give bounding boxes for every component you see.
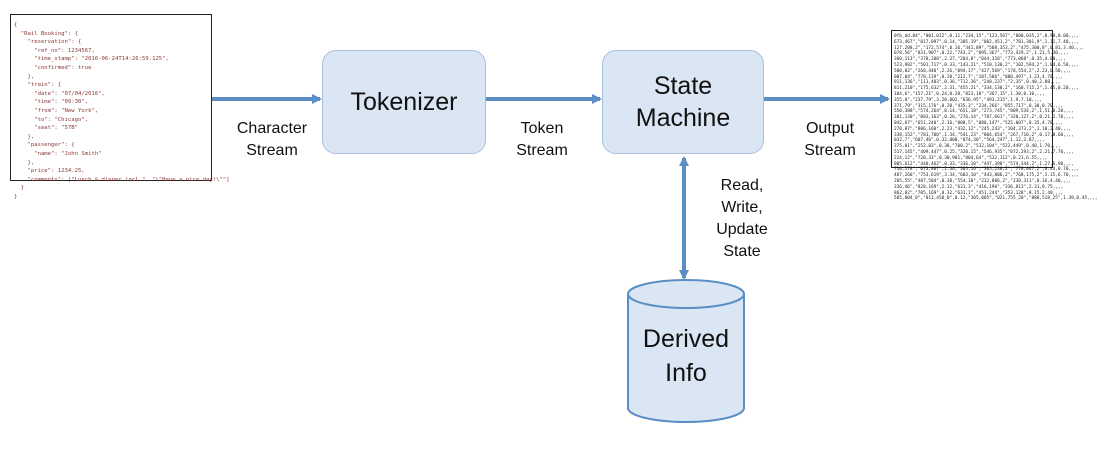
output-line: 005,612","440,462",0.33,"336,10","447,39… <box>894 161 1074 167</box>
output-stream-label-line1: Output <box>805 120 855 137</box>
read-write-update-line4: State <box>723 243 761 260</box>
json-line: "ref_no": 1234567, <box>14 47 95 54</box>
json-line: "passenger": { <box>14 142 75 149</box>
read-write-update-line1: Read, <box>720 177 764 194</box>
json-line: }, <box>14 159 35 166</box>
json-line: "from": "New York", <box>14 107 99 114</box>
state-machine-label-line1: State <box>653 72 713 100</box>
output-line: 270,07","806,160",2.23,"432,12","245,243… <box>894 126 1072 132</box>
json-line: }, <box>14 133 35 140</box>
output-line: 811,210","175,632",2.31,"455,21","334,13… <box>894 86 1080 92</box>
json-line: "to": "Chicago", <box>14 116 89 123</box>
derived-info-label-line2: Info <box>665 359 707 387</box>
json-line: } <box>14 193 18 200</box>
state-machine-node: State Machine <box>602 50 764 154</box>
json-line: }, <box>14 73 35 80</box>
tokenizer-label: Tokenizer <box>350 88 458 116</box>
json-line: "time": "09:30", <box>14 99 89 106</box>
json-line: "name": "John Smith" <box>14 150 102 157</box>
output-line: 487,260","753,619",3.34,"603,10","443,80… <box>894 173 1080 179</box>
output-line: 523,982","501,717",0.33,"143,21","510,13… <box>894 62 1080 68</box>
output-line: 360,113","378,200",2.37,"204,8","044,318… <box>894 57 1066 63</box>
output-line: 338,152","781,700",1.34,"541,23","804,65… <box>894 132 1074 138</box>
json-line: "reservation": { <box>14 39 82 46</box>
output-line: 336,46","828,169",2.12,"631,3","416,190"… <box>894 184 1064 190</box>
json-line: } <box>14 185 25 192</box>
output-line: 550,388","574,264",0.14,"651,18","273,74… <box>894 109 1074 115</box>
output-line: 104,6","157,21",0.24,0.28,"823,10","367,… <box>894 91 1045 97</box>
token-stream-label-line2: Stream <box>516 142 568 159</box>
output-stream-label-line2: Stream <box>804 142 856 159</box>
json-line: "time_stamp": "2016-06-24T14:26:59.125", <box>14 56 169 63</box>
output-line: 205,55","487,504",0.30,"554,10","212,806… <box>894 178 1072 184</box>
output-line: 355,8","237,79",3.20,002,"636,95","493,2… <box>894 97 1043 103</box>
derived-info-database <box>627 279 745 423</box>
character-stream-label-line2: Stream <box>246 142 298 159</box>
output-line: 673,467","017,097",0.14,"305,19","002,45… <box>894 39 1080 45</box>
output-line: 710,578","073,807",2.36,"305,16","305,23… <box>894 167 1080 173</box>
json-line: "Rail Booking": { <box>14 30 78 37</box>
output-line: 505,804_0","011,458_0",0.12,"305,005","0… <box>894 196 1098 202</box>
read-write-update-line3: Update <box>716 221 768 238</box>
json-line: { <box>14 22 18 28</box>
output-line: 375,01","252,03",0.38,"700,2","532,104",… <box>894 144 1061 150</box>
json-line: "confirmed": true <box>14 64 92 71</box>
token-stream-label-line1: Token <box>520 120 564 137</box>
json-line: "seat": "57B" <box>14 125 78 132</box>
token-stream-label: Token Stream <box>502 118 582 162</box>
output-line: 032,7","607,46",0.32,800,"074,30","564,2… <box>894 138 1045 144</box>
output-line: 042,67","651,240",2.16,"008,5","080,147"… <box>894 120 1064 126</box>
output-line: 371,79","315,176",0.20,"435,3","234,266"… <box>894 103 1064 109</box>
diagram-connectors <box>212 94 890 423</box>
output-line: 500,82","268,440",2.26,"094,17","427,569… <box>894 68 1072 74</box>
character-stream-label-line1: Character <box>236 120 308 137</box>
derived-info-label-line1: Derived <box>642 325 730 353</box>
json-line: "train": { <box>14 82 62 89</box>
json-line: "price": 1234.25, <box>14 168 85 175</box>
output-stream-label: Output Stream <box>790 118 870 162</box>
tokenizer-node: Tokenizer <box>322 50 486 154</box>
state-machine-label-line2: Machine <box>635 104 731 132</box>
output-line: 224,12","720,33",0.30,901,"804,64","532,… <box>894 155 1048 161</box>
character-stream-label: Character Stream <box>226 118 318 162</box>
output-line: 007,04","778,119",0.20,"212,7","187,586"… <box>894 74 1064 80</box>
read-write-update-label: Read, Write, Update State <box>704 175 780 263</box>
output-line: 911,136","111,403",0.36,"712,36","240,23… <box>894 80 1061 86</box>
output-line: 0fb_dd,04","001,012",0.11,"234,15","123,… <box>894 34 1080 39</box>
json-line: "comments": ["Lunch & dinner incl.", "\"… <box>14 176 230 183</box>
output-stream-document: 0fb_dd,04","001,012",0.11,"234,15","123,… <box>891 30 1098 201</box>
output-line: 517,145","409,447",0.25,"320,15","546,93… <box>894 149 1074 155</box>
output-line: 301,130","083,163",0.26,"276,14","787,66… <box>894 115 1074 121</box>
derived-info-label: Derived Info <box>628 322 744 390</box>
input-json-document: { "Rail Booking": { "reservation": { "re… <box>10 14 230 200</box>
read-write-update-line2: Write, <box>721 199 763 216</box>
json-line: "date": "07/04/2016", <box>14 90 105 97</box>
output-line: 127,208,2","172,574",0.16,"341,89","508,… <box>894 45 1085 51</box>
output-line: 862,02","705,169",0.32,"631,1","451,244"… <box>894 190 1064 196</box>
output-line: 078,56","831,907",0.22,"743,2","095,367"… <box>894 51 1069 57</box>
diagram-canvas: { "Rail Booking": { "reservation": { "re… <box>10 14 1098 423</box>
